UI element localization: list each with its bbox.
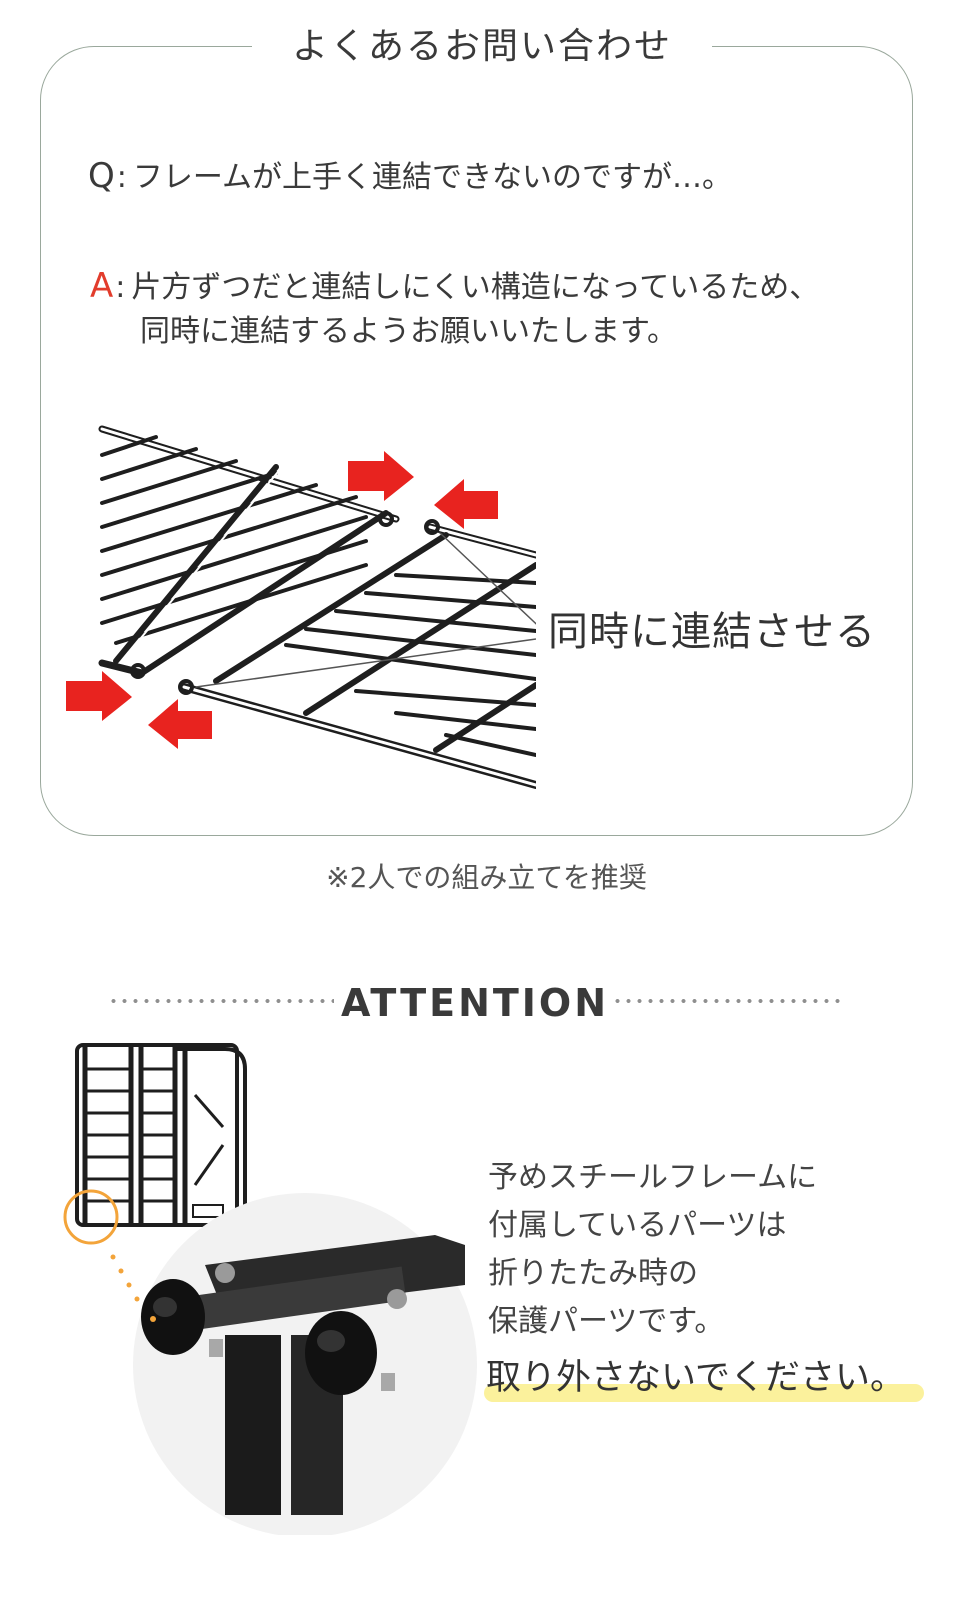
arrow-left-icon xyxy=(434,479,498,529)
arrow-right-icon xyxy=(66,671,132,721)
frame-connection-illustration xyxy=(66,425,536,789)
question-separator: : xyxy=(116,160,127,195)
answer-mark: A xyxy=(90,266,114,306)
answer-text-line-1: 片方ずつだと連結しにくい構造になっているため、 xyxy=(131,270,820,305)
answer-text-line-2: 同時に連結するようお願いいたします。 xyxy=(140,314,677,349)
attention-line: 予めスチールフレームに xyxy=(488,1160,818,1195)
left-frame-slats xyxy=(100,435,368,645)
question-mark: Q xyxy=(88,156,115,196)
faq-title: よくあるお問い合わせ xyxy=(252,22,712,72)
folded-frame xyxy=(75,1043,247,1227)
assembly-note: ※2人での組み立てを推奨 xyxy=(326,861,647,894)
attention-body: 予めスチールフレームに 付属しているパーツは 折りたたみ時の 保護パーツです。 xyxy=(488,1154,817,1346)
left-frame-bar-bottom xyxy=(98,659,146,677)
answer-line-2: 同時に連結するようお願いいたします。 xyxy=(140,310,677,354)
detail-highlight-circle xyxy=(63,1189,119,1245)
arrow-right-icon xyxy=(348,451,414,501)
attention-emphasis: 取り外さないでください。 xyxy=(486,1358,905,1398)
dotted-divider-left xyxy=(108,998,334,1004)
emphasis-highlight xyxy=(484,1384,924,1402)
attention-line: 折りたたみ時の xyxy=(488,1256,698,1291)
protective-parts-closeup xyxy=(141,1235,465,1515)
arrow-left-icon xyxy=(148,699,212,749)
folded-bed-illustration xyxy=(63,1043,477,1535)
callout-text: 同時に連結させる xyxy=(548,609,876,655)
attention-line: 付属しているパーツは xyxy=(488,1208,787,1243)
right-frame-slats xyxy=(284,573,536,757)
attention-title: ATTENTION xyxy=(340,981,610,1025)
question-line: Q:フレームが上手く連結できないのですが…。 xyxy=(88,154,732,200)
dotted-divider-right xyxy=(612,998,842,1004)
answer-line-1: A:片方ずつだと連結しにくい構造になっているため、 xyxy=(90,264,819,310)
connect-arrows xyxy=(66,451,498,749)
attention-line: 保護パーツです。 xyxy=(488,1304,725,1339)
question-text: フレームが上手く連結できないのですが…。 xyxy=(132,160,732,195)
answer-separator: : xyxy=(115,270,126,305)
